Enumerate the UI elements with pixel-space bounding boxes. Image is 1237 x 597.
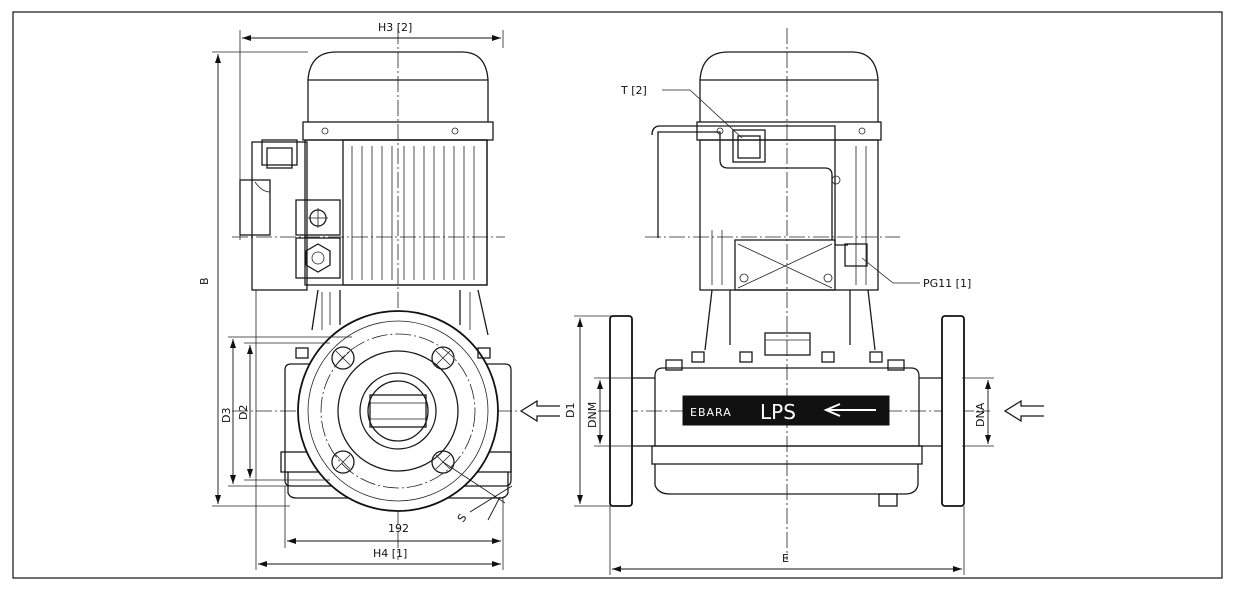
dim-h3-label: H3 [2]: [378, 21, 412, 34]
dim-192-label: 192: [388, 522, 409, 535]
nameplate-model: LPS: [760, 400, 796, 424]
label-t: T [2]: [620, 84, 647, 97]
dim-b-label: B: [198, 277, 211, 285]
label-pg11: PG11 [1]: [923, 277, 971, 290]
side-view: H3 [2] B D3 D2 192 H4 [1] S: [198, 21, 560, 570]
nameplate-brand: EBARA: [690, 406, 732, 419]
dim-d2-label: D2: [237, 405, 250, 420]
cooling-fins-front: [711, 146, 867, 285]
flow-arrow-front-view: [1003, 399, 1044, 423]
nameplate: EBARA LPS: [682, 395, 890, 426]
dim-d3-label: D3: [220, 408, 233, 423]
drawing-frame: [12, 11, 1223, 579]
dim-s-label: S: [455, 512, 470, 525]
front-view: EBARA LPS D1 DNM DNA E T [2] PG11 [1]: [564, 28, 1044, 575]
dim-h4-label: H4 [1]: [373, 547, 407, 560]
dim-e-label: E: [782, 552, 789, 565]
cooling-fins: [351, 146, 475, 280]
dim-dnm-label: DNM: [586, 402, 599, 428]
dim-dna-label: DNA: [974, 402, 987, 427]
flow-arrow-left-view: [519, 399, 560, 423]
dim-d1-label: D1: [564, 403, 577, 418]
